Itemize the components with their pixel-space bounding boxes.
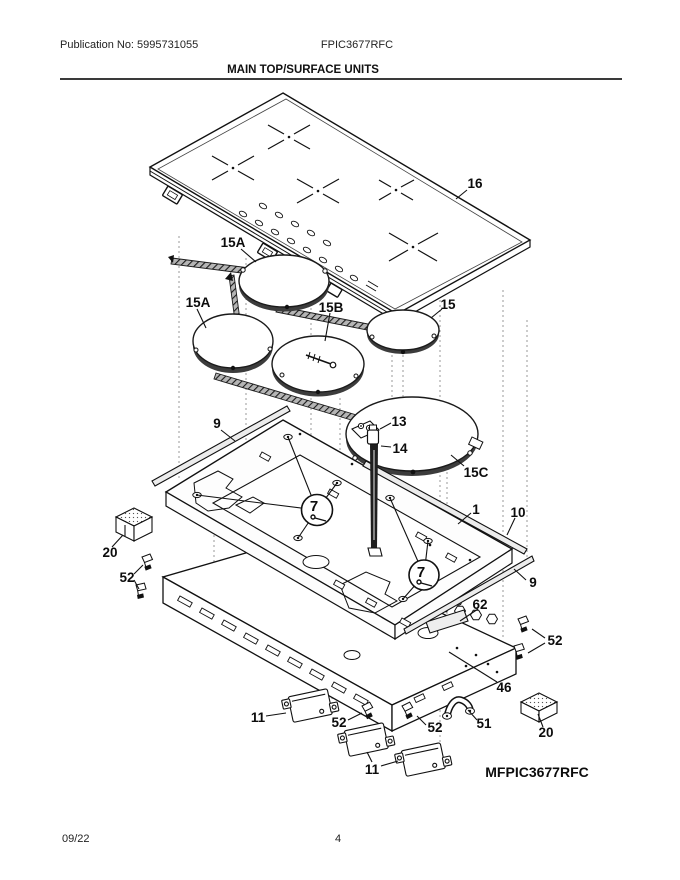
callout-20-right: 20 [538, 725, 553, 740]
callout-15a-left: 15A [186, 295, 211, 310]
callout-7-right: 7 [417, 564, 425, 581]
pan-vent-slots [176, 595, 454, 706]
callout-15c: 15C [464, 465, 489, 480]
footer-date: 09/22 [62, 833, 90, 845]
rail-9-top [151, 405, 291, 487]
filter-block-right [519, 692, 559, 723]
callout-51: 51 [476, 716, 492, 731]
title-divider [60, 78, 622, 80]
callout-7-left: 7 [310, 498, 318, 515]
part-labels: 16 15A 15A 15B 15 13 14 15C 9 1 10 7 7 2… [102, 176, 588, 780]
filter-block-left [114, 507, 154, 542]
callout-52-bottom-right: 52 [427, 720, 442, 735]
callout-62: 62 [472, 597, 487, 612]
glass-vent-slots [238, 202, 359, 282]
section-title: MAIN TOP/SURFACE UNITS [227, 64, 379, 76]
model-number: FPIC3677RFC [320, 39, 394, 51]
screw-callout-circles [196, 436, 440, 600]
leader-lines [111, 189, 546, 767]
callout-15b: 15B [319, 300, 344, 315]
callout-52-left: 52 [119, 570, 134, 585]
callout-13: 13 [391, 414, 407, 429]
glass-cooktop [148, 92, 532, 323]
callout-9-right: 9 [529, 575, 537, 590]
callout-16: 16 [467, 176, 483, 191]
callout-46: 46 [496, 680, 512, 695]
screw-glyph [305, 351, 337, 369]
coil-15a-left [192, 313, 274, 373]
callout-14: 14 [392, 441, 408, 456]
coil-15a-top [238, 254, 330, 312]
strap-51 [442, 696, 475, 720]
callout-10: 10 [510, 505, 525, 520]
sensor-assembly [351, 420, 383, 557]
callout-52-right: 52 [547, 633, 562, 648]
callout-52-bottom-left: 52 [331, 715, 346, 730]
callout-15a-top: 15A [221, 235, 246, 250]
coil-15 [366, 309, 440, 355]
coil-15c [345, 396, 484, 476]
footer-page-number: 4 [334, 833, 342, 845]
callout-11-left: 11 [251, 710, 266, 725]
callout-20-left: 20 [102, 545, 117, 560]
base-pan [161, 540, 518, 733]
burner-cross-marks [211, 124, 439, 292]
brackets-11 [281, 688, 453, 777]
diagram-watermark: MFPIC3677RFC [485, 764, 588, 780]
callout-1: 1 [472, 502, 480, 517]
trim-rails [151, 405, 535, 635]
callout-9-top: 9 [213, 416, 221, 431]
callout-15: 15 [440, 297, 456, 312]
publication-number: Publication No: 5995731055 [60, 39, 199, 51]
callout-11-bottom: 11 [365, 762, 380, 777]
coil-15b [271, 335, 365, 397]
rail-10 [362, 460, 528, 555]
pan-through-opening [302, 555, 412, 628]
rail-9-right [403, 555, 535, 635]
